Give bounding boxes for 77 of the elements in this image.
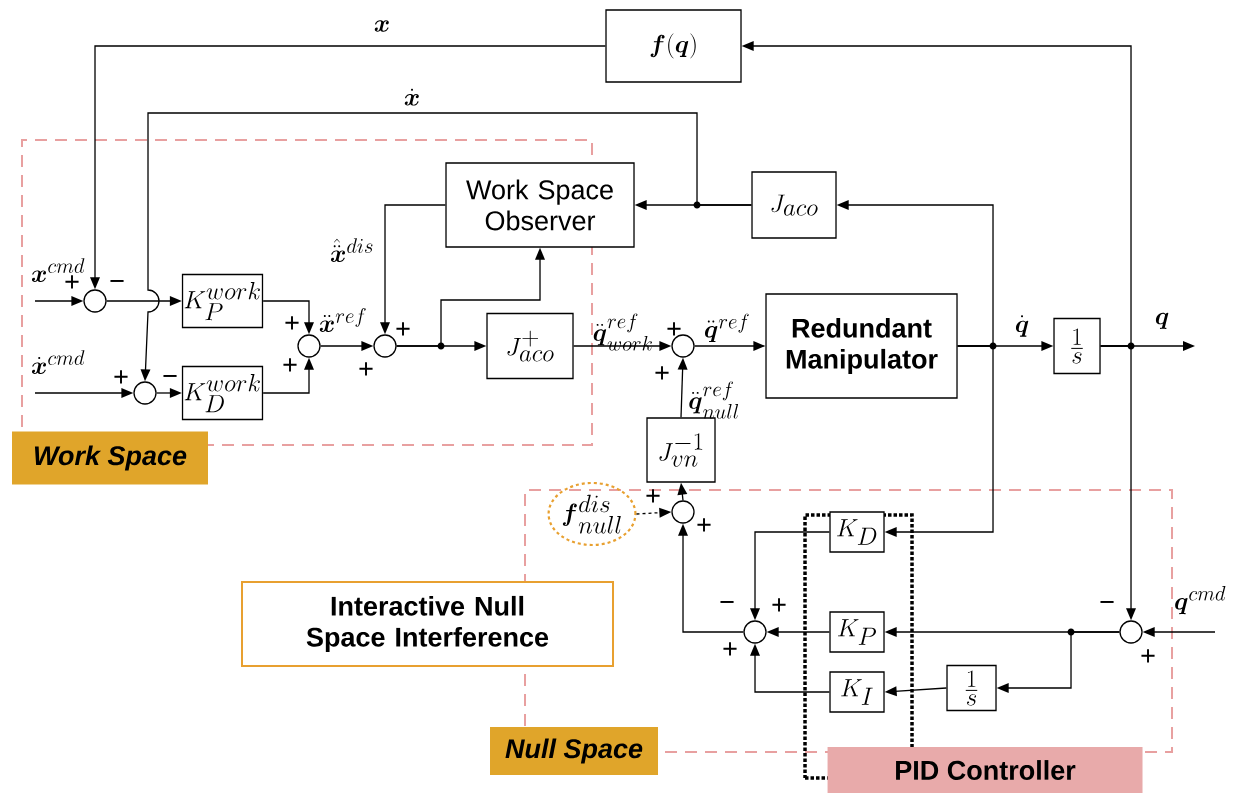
region-label: Work Space — [12, 431, 208, 485]
signal-label: $\boldsymbol{q}$ — [1155, 312, 1169, 329]
signal-label: $\ddot{\boldsymbol{q}}^{ref}$ — [705, 313, 749, 343]
sign-label: − — [720, 601, 734, 603]
process-box: Work Space Observer — [445, 162, 635, 248]
block-box: $J_{aco}$ — [751, 171, 837, 239]
block-box: $\frac{1}{s}$ — [946, 664, 997, 712]
arrow — [156, 388, 182, 398]
arrow — [1100, 345, 1136, 621]
arrow — [1142, 627, 1216, 637]
arrow — [750, 531, 830, 621]
arrow — [996, 631, 1120, 693]
block-box: $K_I$ — [829, 671, 885, 713]
arrow — [320, 341, 374, 351]
sign-label: + — [283, 358, 297, 372]
signal-label: $\boldsymbol{x}$ — [374, 20, 389, 32]
arrow — [34, 388, 134, 398]
signal-label: $\boldsymbol{q}^{cmd}$ — [1175, 585, 1226, 615]
sign-label: + — [723, 642, 737, 656]
arrow — [694, 341, 766, 351]
arrow — [677, 482, 688, 501]
summing-junction — [671, 334, 695, 358]
sign-label: + — [772, 598, 786, 612]
summing-junction — [671, 500, 695, 524]
sign-label: + — [396, 322, 410, 336]
sign-label: + — [697, 518, 711, 532]
arrow — [90, 45, 606, 290]
sign-label: + — [667, 322, 681, 336]
arrow — [884, 345, 994, 537]
summing-junction — [373, 334, 397, 358]
sign-label: + — [114, 370, 128, 384]
sign-label: − — [163, 375, 177, 377]
summing-junction — [297, 334, 321, 358]
arrow — [750, 643, 830, 693]
arrow — [677, 357, 688, 418]
arrow — [140, 112, 752, 382]
block-box: $\frac{1}{s}$ — [1053, 317, 1101, 375]
signal-label: $\ddot{\boldsymbol{q}}_{null}^{ref}$ — [689, 381, 739, 419]
block-box: $K_D$ — [829, 511, 885, 553]
region-label: Null Space — [490, 727, 658, 775]
sign-label: − — [110, 280, 124, 282]
block-box: $K_D^{work}$ — [181, 365, 264, 421]
sign-label: + — [359, 362, 373, 376]
signal-label: $\hat{\ddot{\boldsymbol{x}}}^{dis}$ — [331, 238, 373, 262]
arrow — [34, 296, 84, 306]
sign-label: + — [646, 489, 660, 503]
signal-label: $\ddot{\boldsymbol{x}}^{ref}$ — [319, 308, 366, 332]
summing-junction — [133, 381, 157, 405]
block-box: $K_P$ — [829, 611, 885, 653]
arrow — [262, 357, 314, 394]
block-box: $K_P^{work}$ — [181, 273, 264, 329]
process-box: Interactive Null Space Interference — [241, 581, 614, 667]
arrow — [884, 686, 947, 697]
sign-label: − — [1100, 601, 1114, 603]
block-box: $\boldsymbol{f}(\boldsymbol{q})$ — [605, 9, 742, 83]
signal-label: $\dot{\boldsymbol{x}}^{cmd}$ — [31, 350, 85, 374]
summing-junction — [83, 289, 107, 313]
block-box: $J_{vn}^{-1}$ — [646, 417, 716, 483]
sign-label: + — [285, 316, 299, 330]
sign-label: + — [655, 366, 669, 380]
sign-label: + — [1141, 649, 1155, 663]
arrow — [262, 300, 314, 335]
process-box: Redundant Manipulator — [765, 293, 958, 399]
arrow — [573, 341, 672, 351]
summing-junction — [1119, 620, 1143, 644]
signal-label: $\dot{\boldsymbol{x}}$ — [404, 88, 419, 106]
block-box: $J_{aco}^{+}$ — [486, 312, 574, 380]
arrow — [396, 247, 545, 347]
arrow — [635, 507, 672, 518]
signal-label: $\ddot{\boldsymbol{q}}_{work}^{ref}$ — [593, 313, 652, 351]
region-label: PID Controller — [827, 747, 1143, 793]
signal-label: $\dot{\boldsymbol{q}}$ — [1015, 315, 1029, 337]
arrow — [678, 523, 744, 633]
summing-junction — [743, 620, 767, 644]
arrow — [106, 296, 182, 306]
arrow — [766, 627, 830, 637]
arrow — [380, 204, 446, 335]
